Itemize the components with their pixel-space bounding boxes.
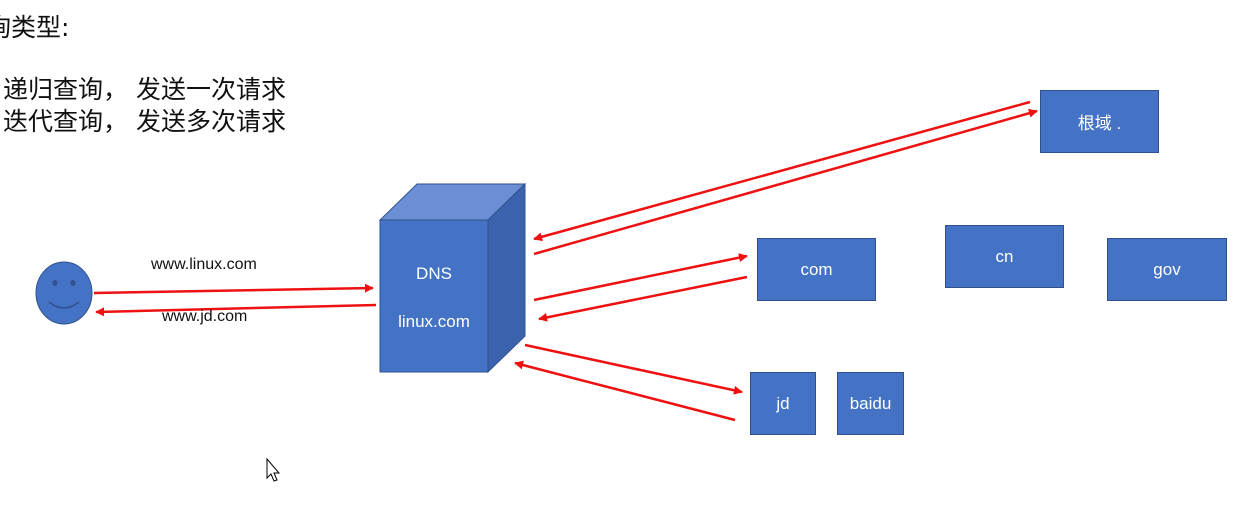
mouse-pointer-icon [266,457,281,482]
node-gov: gov [1107,238,1227,301]
arrow-root-to-dns [533,100,1031,242]
node-com-label: com [800,259,833,279]
node-jd-label: jd [776,393,790,413]
arrow-dns-to-root [533,108,1038,256]
node-baidu-label: baidu [849,393,892,413]
arrow-com-to-dns [538,275,748,322]
iterative-query-line: 迭代查询， 发送多次请求 [3,107,286,136]
node-cn: cn [945,225,1064,288]
node-cn-label: cn [995,246,1014,266]
arrow-jd-to-dns [514,360,736,422]
arrow-dns-to-client [95,303,377,317]
recursive-query-line: 递归查询， 发送一次请求 [3,75,286,104]
dns-server-name: linux.com [398,312,470,331]
client-smiley-icon [35,261,93,325]
arrow-dns-to-com [533,253,748,302]
dns-server-icon [378,182,527,374]
node-root-domain: 根域 . [1040,90,1159,153]
node-root-label: 根域 . [1077,114,1122,133]
query-arrows [93,100,1038,422]
node-jd: jd [750,372,816,435]
node-gov-label: gov [1153,259,1181,279]
node-com: com [757,238,876,301]
request-label-linux: www.linux.com [151,256,257,273]
arrow-dns-to-jd [524,343,743,395]
arrow-client-to-dns [93,283,374,295]
dns-server-title: DNS [416,264,452,283]
request-label-jd: www.jd.com [162,308,248,325]
query-types-heading: 询类型: [0,13,70,42]
node-baidu: baidu [837,372,904,435]
